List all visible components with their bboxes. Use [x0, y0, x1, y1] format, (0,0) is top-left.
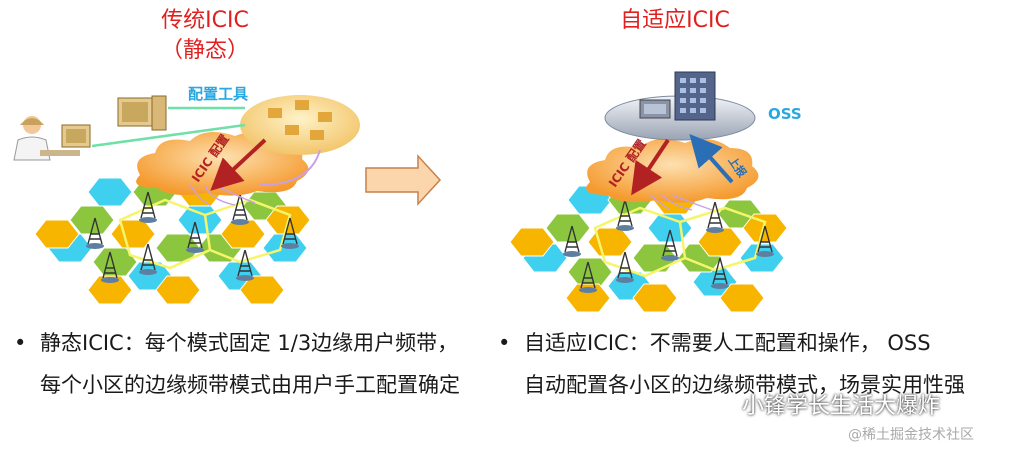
oss-label: OSS	[768, 105, 802, 123]
watermark-primary-text: 小锋学长生活大爆炸	[742, 394, 941, 419]
bullet-dot: •	[14, 331, 27, 355]
left-title: 传统ICIC	[161, 8, 249, 33]
watermark-primary: 小锋学长生活大爆炸	[716, 388, 940, 420]
right-title: 自适应ICIC	[620, 8, 730, 33]
computer-icon	[61, 95, 167, 148]
wechat-icon	[716, 399, 738, 415]
oss-server	[604, 71, 756, 141]
transition-arrow	[365, 154, 442, 206]
watermark-secondary: @稀土掘金技术社区	[848, 427, 974, 443]
config-tool-label: 配置工具	[188, 85, 248, 103]
left-hex-grid	[34, 177, 311, 305]
right-description: • 自适应ICIC：不需要人工配置和操作， OSS 自动配置各小区的边缘频带模式…	[498, 322, 1014, 406]
left-subtitle: （静态）	[160, 38, 249, 63]
config-tool	[240, 95, 360, 155]
right-description-line1: 自适应ICIC：不需要人工配置和操作， OSS	[524, 331, 931, 355]
left-description: • 静态ICIC：每个模式固定 1/3边缘用户频带，每个小区的边缘频带模式由用户…	[14, 322, 460, 406]
operator-figure	[13, 116, 80, 161]
right-description-text: 自动配置各小区的边缘频带模式，场景实用性强	[524, 373, 965, 397]
left-description-text: 静态ICIC：每个模式固定 1/3边缘用户频带，每个小区的边缘频带模式由用户手工…	[40, 331, 460, 397]
bullet-dot: •	[498, 331, 511, 355]
icic-diagram: 配置工具 ICIC 配置	[13, 71, 802, 313]
right-hex-grid	[509, 185, 788, 313]
